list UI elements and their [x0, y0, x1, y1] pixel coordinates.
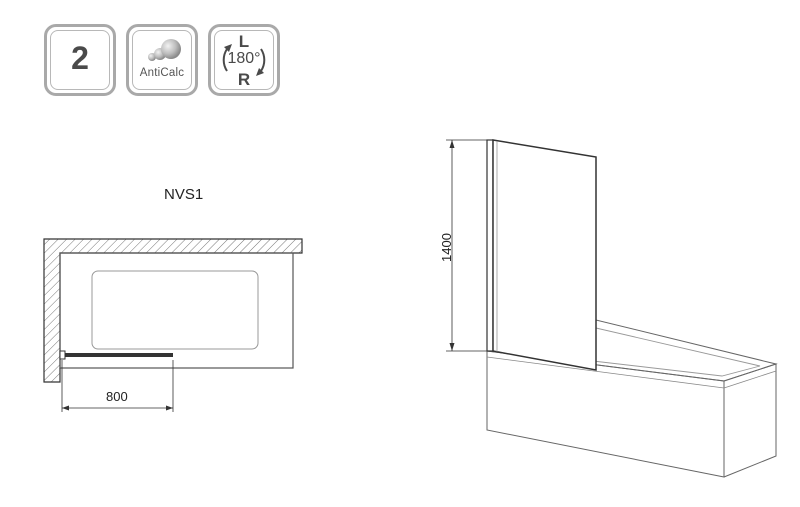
reversible-right-label: R [237, 70, 251, 89]
plan-dim-arrow-right [166, 405, 173, 411]
anticalc-badge: AntiCalc [126, 24, 198, 96]
elev-bathtub-side-lip [723, 370, 777, 389]
elev-dim-arrow-top [449, 140, 455, 148]
plan-view [43, 238, 303, 412]
warranty-years-value: 2 [71, 40, 89, 76]
reversible-rotation-icon [222, 44, 266, 76]
plan-dim-arrow-left [62, 405, 69, 411]
elev-screen-glass [492, 139, 597, 371]
elevation-view [446, 139, 778, 478]
elev-bathtub-side-face [723, 363, 777, 478]
reversible-badge-frame [214, 30, 274, 90]
elev-dim-arrow-bottom [449, 343, 455, 351]
elev-bathtub-front-face [486, 350, 725, 478]
plan-bathtub-outline [59, 252, 294, 369]
elev-wall-profile [486, 139, 494, 352]
elev-bathtub-front-lip [486, 356, 725, 389]
width-dimension-label: 800 [106, 389, 128, 404]
plan-screen-hinge [59, 350, 66, 360]
height-dimension-label: 1400 [438, 233, 454, 262]
model-name: NVS1 [164, 186, 204, 203]
reversible-left-label: L [238, 32, 250, 51]
anticalc-label: AntiCalc [139, 67, 185, 79]
reversible-degrees-label: 180° [227, 50, 261, 67]
plan-bathtub-basin [91, 270, 259, 350]
plan-screen-panel [63, 353, 173, 357]
reversible-badge: L 180° R [208, 24, 280, 96]
warranty-badge: 2 [44, 24, 116, 96]
anticalc-badge-frame [132, 30, 192, 90]
anticalc-drops-icon [148, 39, 181, 61]
warranty-badge-frame [50, 30, 110, 90]
